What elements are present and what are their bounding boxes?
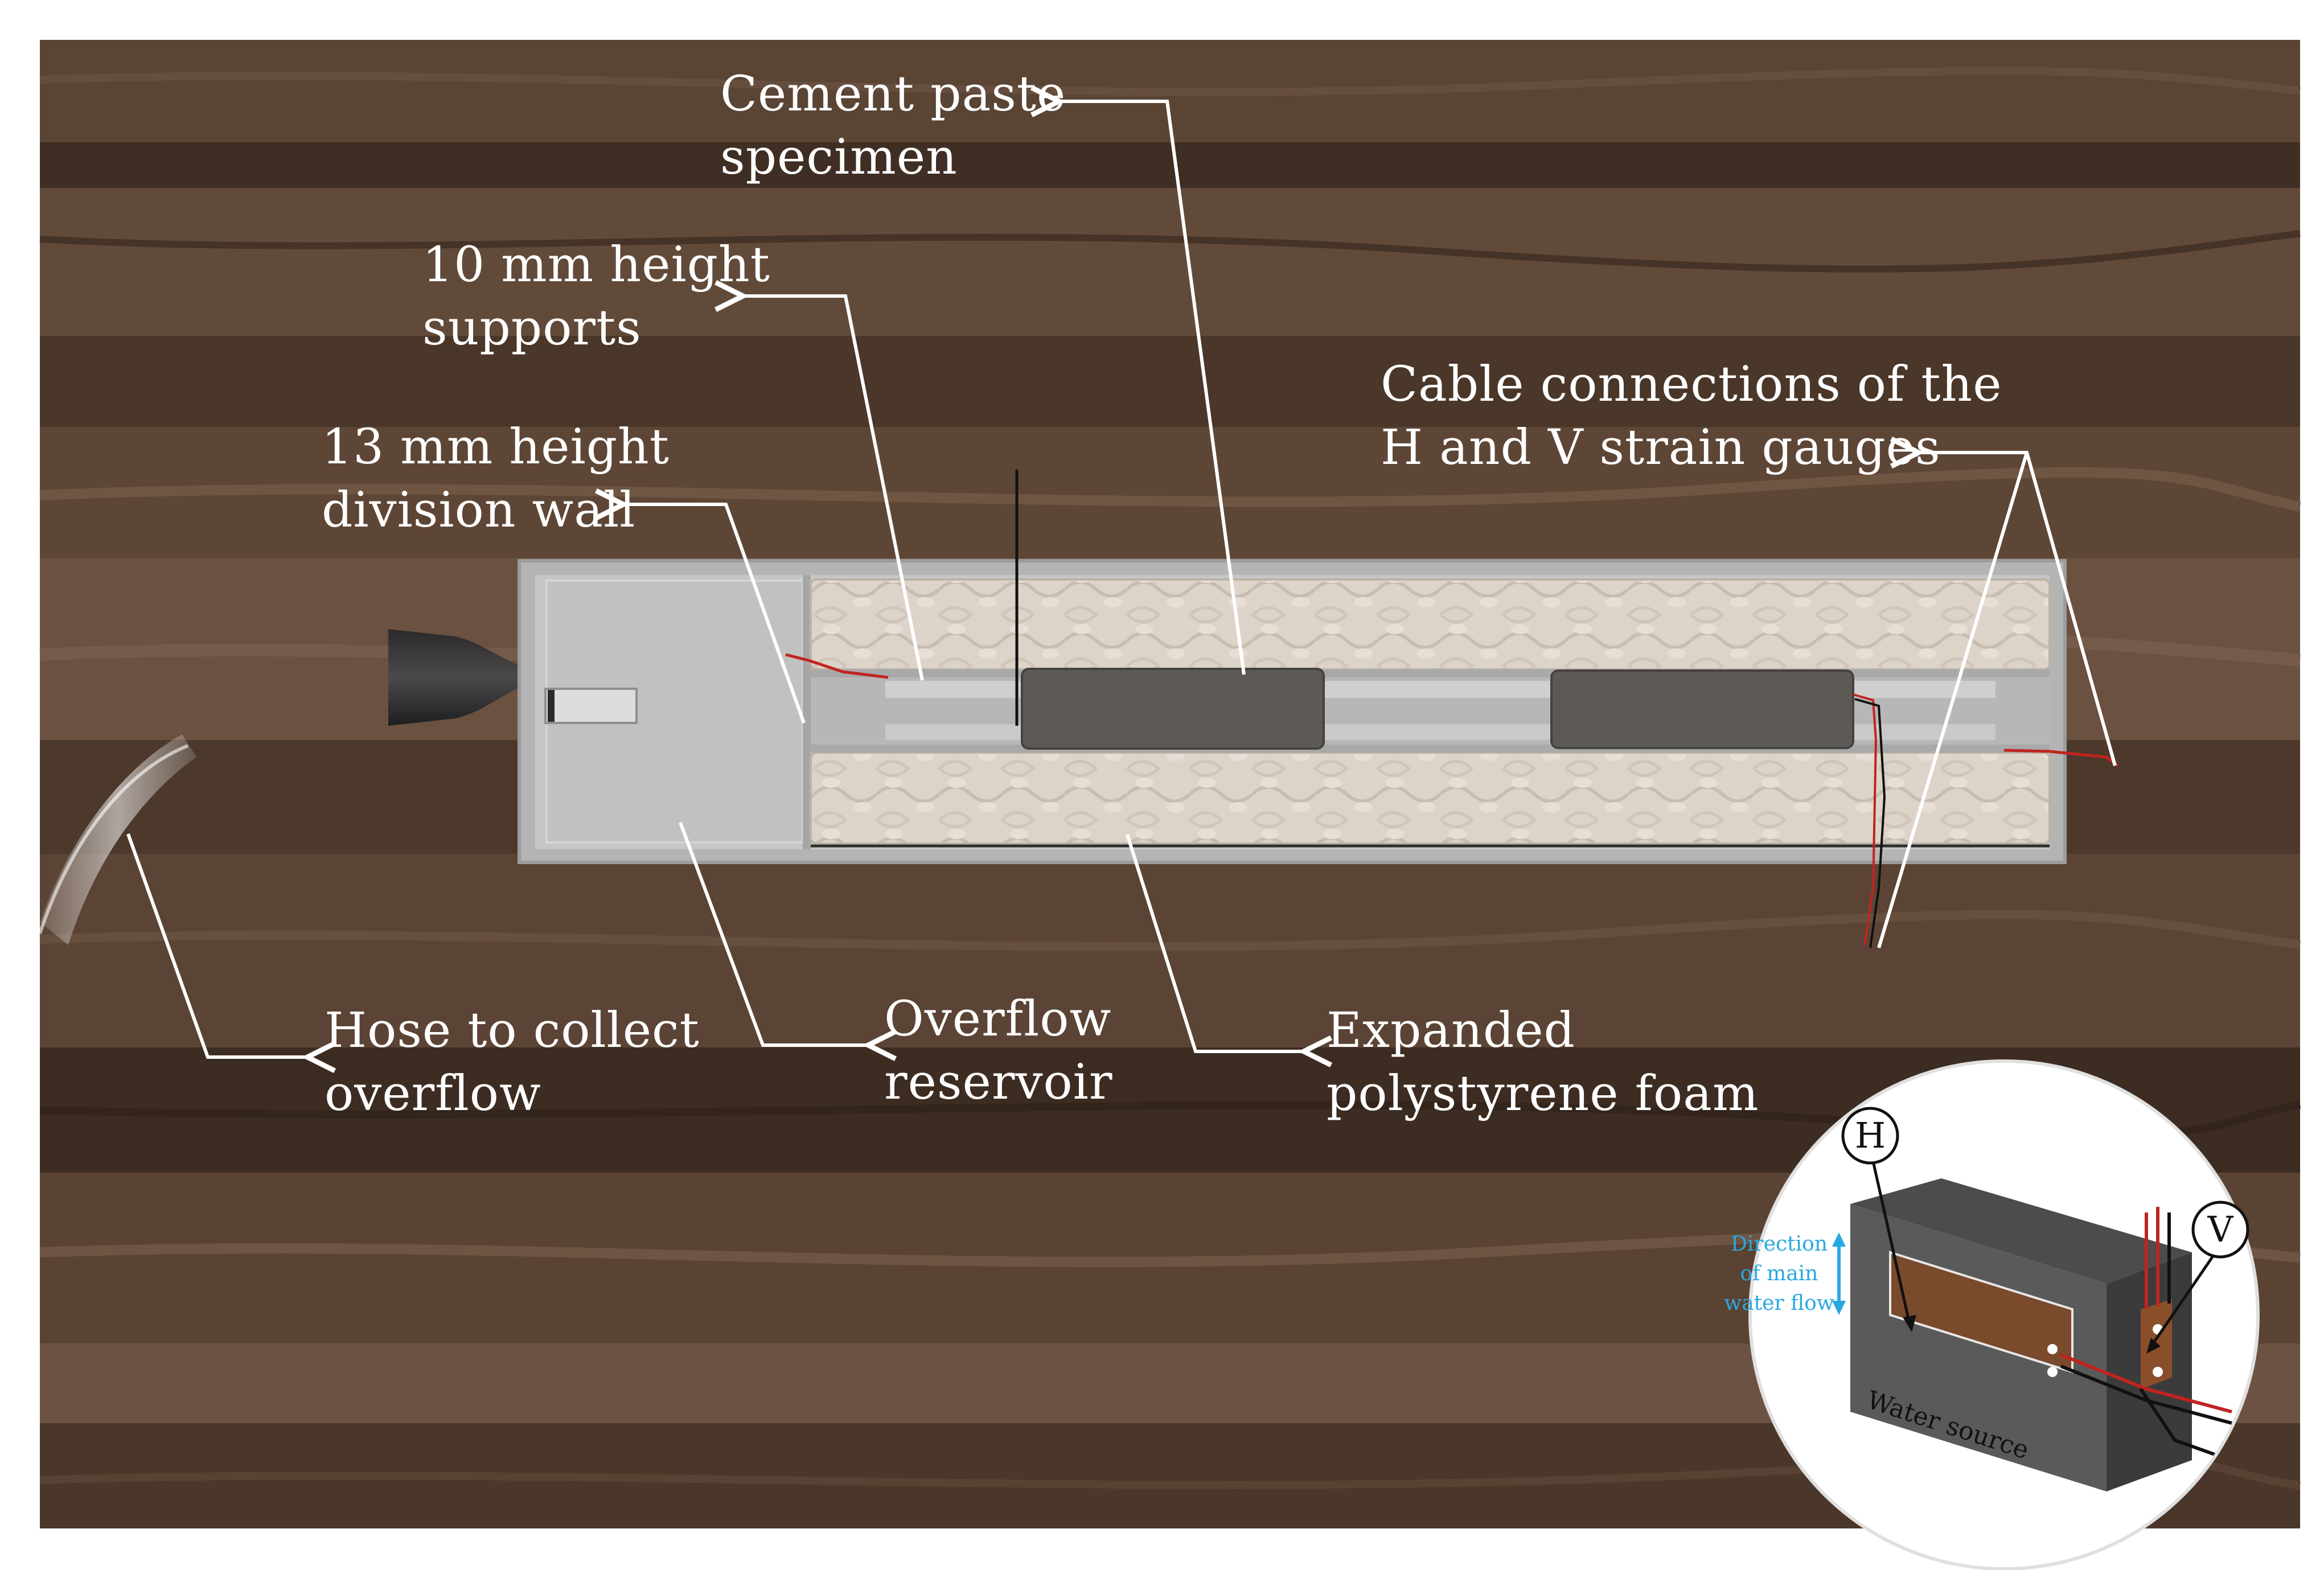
h-marker-circle: [1841, 1107, 1899, 1165]
supports-label-line2: supports: [422, 300, 642, 356]
inset-detail: [1748, 1059, 2260, 1570]
hose: [38, 734, 196, 945]
cable-connections-label-line1: Cable connections of the: [1381, 356, 2002, 413]
arrow-overflow: [679, 821, 868, 1045]
arrow-hose: [126, 833, 307, 1057]
foam-label-line2: polystyrene foam: [1327, 1066, 1759, 1122]
flow-direction-line2: of main: [1740, 1262, 1818, 1285]
foam-label: Expanded polystyrene foam: [1327, 999, 1759, 1125]
h-marker-label: H: [1854, 1115, 1886, 1156]
channel: [811, 669, 2050, 753]
foam-top: [810, 578, 2051, 671]
flow-direction-line3: water flow: [1724, 1292, 1834, 1315]
annotation-lines: [126, 101, 2117, 1057]
hose-label-line1: Hose to collect: [325, 1002, 700, 1059]
division-wall-label-line2: division wall: [322, 482, 636, 539]
specimen-right: [1550, 669, 1854, 749]
supports-label-line1: 10 mm height: [422, 237, 770, 293]
arrow-supports: [743, 296, 924, 681]
hose-label: Hose to collect overflow: [325, 999, 700, 1125]
v-marker-circle: [2191, 1201, 2249, 1259]
overflow-reservoir-label-line2: reservoir: [884, 1054, 1113, 1111]
arrow-division-wall: [623, 504, 806, 724]
cement-paste-label: Cement paste specimen: [720, 63, 1066, 189]
division-wall-label: 13 mm height division wall: [322, 416, 670, 542]
overflow-reservoir-label: Overflow reservoir: [884, 988, 1113, 1114]
foam-bottom: [810, 751, 2051, 845]
cement-paste-label-line1: Cement paste: [720, 66, 1066, 122]
arrow-foam: [1126, 834, 1304, 1051]
division-wall-label-line1: 13 mm height: [322, 419, 670, 475]
arrow-cement-paste: [1059, 101, 1246, 675]
supports-label: 10 mm height supports: [422, 233, 770, 360]
hose-label-line2: overflow: [325, 1066, 541, 1122]
flow-direction-label: Direction of main water flow: [1719, 1230, 1839, 1318]
specimen-left: [1021, 668, 1325, 750]
cable-connections-label: Cable connections of the H and V strain …: [1381, 353, 2002, 479]
foam-label-line1: Expanded: [1327, 1002, 1575, 1059]
flow-direction-line1: Direction: [1731, 1232, 1828, 1256]
arrow-cables-2: [1877, 452, 2029, 948]
v-marker-label: V: [2207, 1209, 2233, 1250]
hose-nozzle: [388, 629, 524, 726]
cement-paste-label-line2: specimen: [720, 129, 958, 186]
overflow-reservoir-label-line1: Overflow: [884, 991, 1112, 1047]
cable-connections-label-line2: H and V strain gauges: [1381, 420, 1941, 476]
